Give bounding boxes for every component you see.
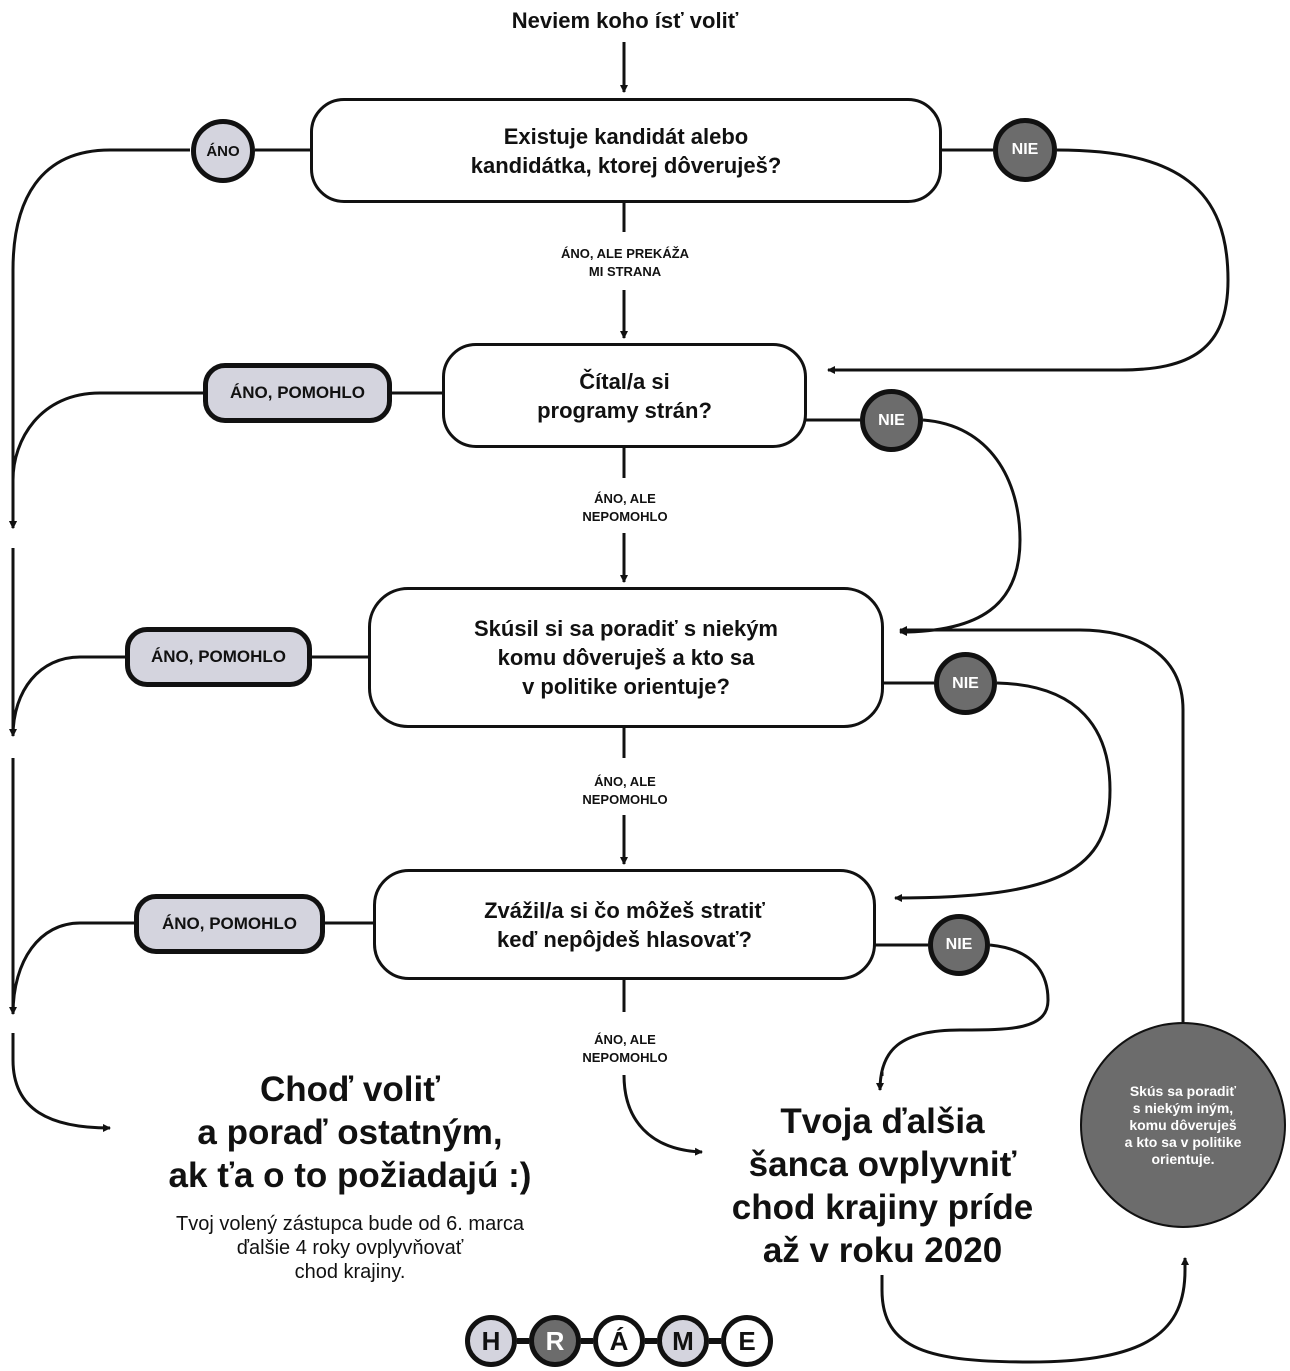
label-q3-yes-but-not-helped: ÁNO, ALE NEPOMOHLO [560,773,690,809]
flowchart-title: Neviem koho ísť voliť [511,8,739,33]
logo-letter: E [721,1315,773,1367]
question-what-can-lose: Zvážil/a si čo môžeš stratiť keď nepôjde… [373,869,876,980]
label-q2-yes-but-not-helped: ÁNO, ALE NEPOMOHLO [560,490,690,526]
arrow-advice-to-q3 [899,626,1185,1022]
question-asked-advice: Skúsil si sa poradiť s niekým komu dôver… [368,587,884,728]
logo-connector [517,1338,529,1344]
question-trusted-candidate: Existuje kandidát alebo kandidátka, ktor… [310,98,942,203]
badge-q2-yes-helped: ÁNO, POMOHLO [203,363,392,423]
logo-letter: Á [593,1315,645,1367]
arrow-q1-no-to-q2 [827,148,1230,374]
badge-q4-yes-helped: ÁNO, POMOHLO [134,894,325,954]
question-read-programs: Čítal/a si programy strán? [442,343,807,448]
outcome-next-chance: Tvoja ďalšia šanca ovplyvniť chod krajin… [731,1102,1034,1270]
badge-q3-no: NIE [934,652,997,715]
logo-letter: M [657,1315,709,1367]
arrow-q2-no-to-q3 [899,418,1022,636]
logo-connector [709,1338,721,1344]
arrow-q1-yes-down [9,148,190,529]
arrow-q3-no-to-q4 [894,681,1112,902]
badge-q1-yes: ÁNO [191,119,255,183]
label-q1-yes-but-party: ÁNO, ALE PREKÁŽA MI STRANA [530,245,720,281]
arrow-q4-no-to-outcome-wait [876,943,1050,1091]
line-q3-yes-curve [11,655,125,737]
badge-q4-no: NIE [928,914,990,976]
badge-q1-no: NIE [993,118,1057,182]
hrame-logo: H R Á M E [465,1315,773,1367]
logo-connector [645,1338,657,1344]
logo-connector [581,1338,593,1344]
outcome-go-vote-note: Tvoj volený zástupca bude od 6. marca ďa… [176,1213,524,1283]
advice-circle: Skús sa poradiť s niekým iným, komu dôve… [1080,1022,1286,1228]
label-q4-yes-but-not-helped: ÁNO, ALE NEPOMOHLO [560,1031,690,1067]
arrow-to-outcome-vote [11,1033,111,1132]
badge-q2-no: NIE [860,389,923,452]
arrow-outcome-wait-to-advice [880,1257,1189,1364]
arrow-q2-yes-down [9,391,203,529]
badge-q3-yes-helped: ÁNO, POMOHLO [125,627,312,687]
line-q4-yes-curve [11,921,134,1015]
logo-letter: H [465,1315,517,1367]
arrow-to-outcome-wait [622,1074,703,1156]
outcome-go-vote: Choď voliť a poraď ostatným, ak ťa o to … [168,1070,532,1195]
logo-letter: R [529,1315,581,1367]
